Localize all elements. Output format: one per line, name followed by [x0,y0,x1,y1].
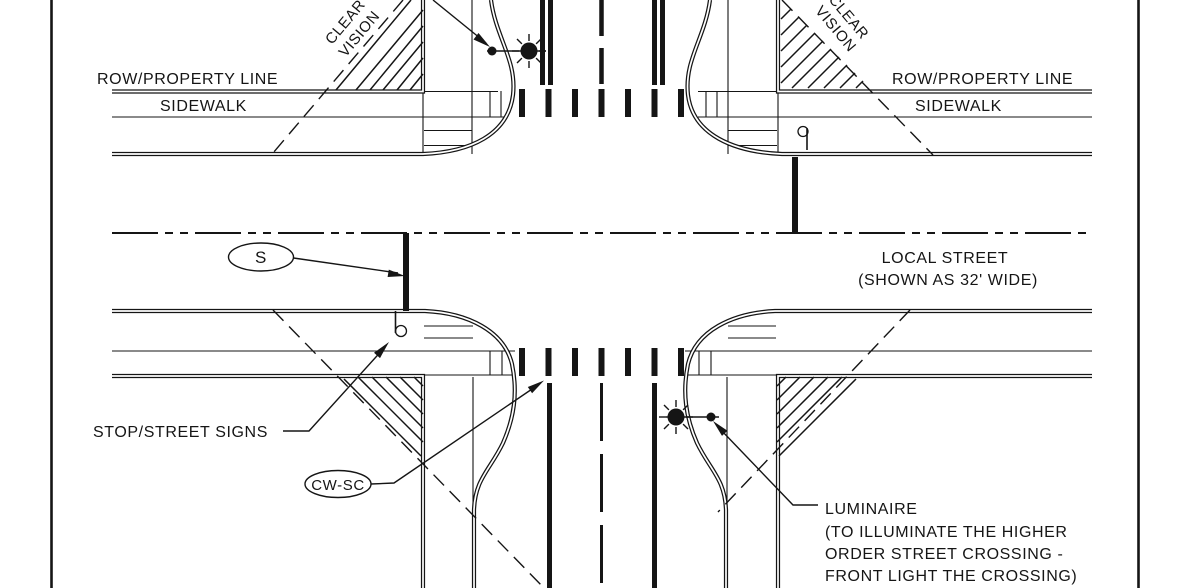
local-street-label: LOCAL STREET [882,250,1009,267]
crosswalk-callout-text: CW-SC [311,477,365,494]
sight-line-nw [272,0,404,154]
stop-street-signs-label: STOP/STREET SIGNS [93,424,268,441]
row-and-curb-lines [112,0,1092,588]
sign-symbol-sw [394,311,408,338]
leader-stop-street-signs [283,342,389,432]
callout-ellipse [227,242,295,272]
luminaire-symbol-se [659,400,719,434]
stop-bar-callout-text: S [255,248,267,267]
callout-stop-bar-s [227,242,405,277]
arrowhead-icon [527,380,544,394]
luminaire-label-line3: ORDER STREET CROSSING - [825,546,1063,563]
drawing-border [50,0,1140,588]
stop-bar-east-approach [792,157,798,232]
leader-top-luminaire [432,0,490,47]
hatch-se [776,376,857,457]
sidewalk-label-left: SIDEWALK [160,98,247,115]
luminaire-label-line4: FRONT LIGHT THE CROSSING) [825,568,1077,585]
luminaire-symbol-nw [487,34,546,68]
curb-ramp-se [698,325,776,376]
arrowhead-icon [713,421,728,436]
luminaire-label-line1: LUMINAIRE [825,501,918,518]
curb-line-sw [112,308,517,588]
callouts [227,0,818,506]
luminaire-rays [512,34,546,68]
row-line-bottom-left [112,373,426,588]
pavement-markings [403,0,798,588]
text-labels: ROW/PROPERTY LINE SIDEWALK ROW/PROPERTY … [93,0,1077,585]
lane-lines-top [540,0,665,85]
sidewalk-label-right: SIDEWALK [915,98,1002,115]
leader-luminaire-se [713,421,818,506]
sight-line-se [717,309,911,513]
callout-crosswalk-cwsc [304,380,544,499]
arrowhead-icon [387,269,405,277]
stop-bar-west-approach [403,233,409,311]
sight-line-sw [272,309,545,588]
hatch-nw [335,0,424,91]
sign-symbol-ne [797,125,809,150]
pole-dot-icon [487,46,497,56]
crosswalk-south [519,348,684,376]
luminaire-label-line2: (TO ILLUMINATE THE HIGHER [825,524,1068,541]
sign-head-icon [797,125,809,138]
row-property-line-label-left: ROW/PROPERTY LINE [97,71,278,88]
curb-ramp-sw [424,325,503,376]
hatch-sw [343,376,424,457]
clear-vision-hatching [335,0,864,457]
luminaire-rays [659,400,693,434]
luminaire-head-icon [667,408,685,426]
pole-dot-icon [706,412,716,422]
luminaire-head-icon [520,42,538,60]
hatch-ne [780,8,864,89]
crosswalk-north [519,89,684,117]
lane-lines-bottom [547,383,657,588]
sign-head-icon [394,324,408,338]
row-property-line-label-right: ROW/PROPERTY LINE [892,71,1073,88]
arrowhead-icon [473,33,490,47]
arrowhead-icon [374,342,389,359]
local-street-width-note: (SHOWN AS 32' WIDE) [858,272,1038,289]
curb-ramp-ne [698,90,777,147]
